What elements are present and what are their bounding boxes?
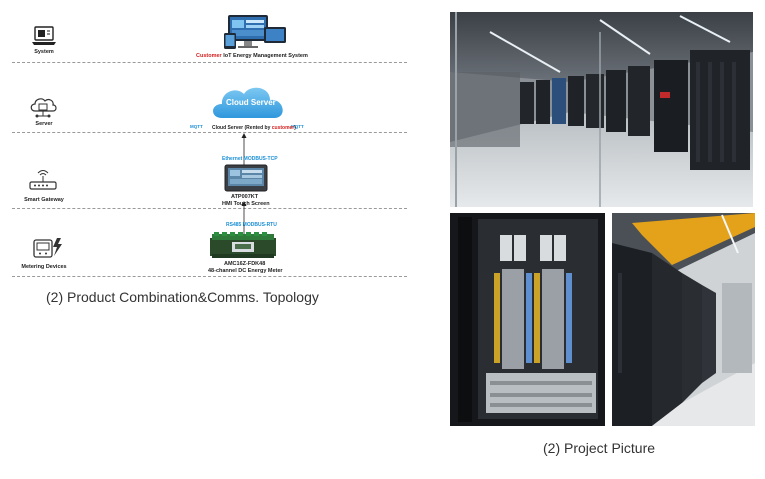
router-icon [29,170,57,190]
layer-divider [12,208,407,209]
system-title-rest: IoT Energy Management System [221,53,308,59]
layer-label-metering: Metering Devices [21,264,67,270]
layer-label-server: Server [35,121,53,127]
cloud-server-icon [30,98,57,118]
laptop-icon [32,26,56,45]
photo-cabinet-wiring [450,213,605,426]
photos-caption: (2) Project Picture [543,440,656,456]
cloud-server-graphic [213,87,283,118]
energy-meter-device-icon [210,232,276,258]
connector-lines [241,133,247,240]
cloud-caption: Cloud Server (Rented by customer) [212,125,296,131]
customer-label: Customer [196,53,222,59]
meter-desc: 48-channel DC Energy Meter [208,268,283,274]
layer-divider [12,132,407,133]
meter-model: AMC16Z-FDK48 [224,261,266,267]
mqtt-left-label: MQTT [190,124,203,129]
layer-divider [12,62,407,63]
cabinet-wiring-image [450,213,605,426]
photo-data-center [450,12,753,207]
monitor-icon [224,15,286,49]
link-rs485-modbus-rtu: RS485 MODBUS-RTU [226,222,277,228]
layer-label-gateway: Smart Gateway [24,197,64,203]
hmi-screen-icon [224,164,268,192]
topology-caption: (2) Product Combination&Comms. Topology [46,289,319,305]
cloud-label: Cloud Server [226,98,276,107]
cabinet-aisle-image [612,213,755,426]
hmi-desc: HMI Touch Screen [222,201,270,207]
mqtt-right-label: MQTT [291,124,304,129]
hmi-model: ATP007KT [231,194,259,200]
photo-cabinet-aisle [612,213,755,426]
server-room-image [450,12,753,207]
link-ethernet-modbus-tcp: Ethernet MODBUS-TCP [222,156,278,162]
layer-divider [12,276,407,277]
meter-icon [33,238,62,258]
system-title: Customer IoT Energy Management System [196,53,308,59]
layer-label-system: System [34,49,54,55]
